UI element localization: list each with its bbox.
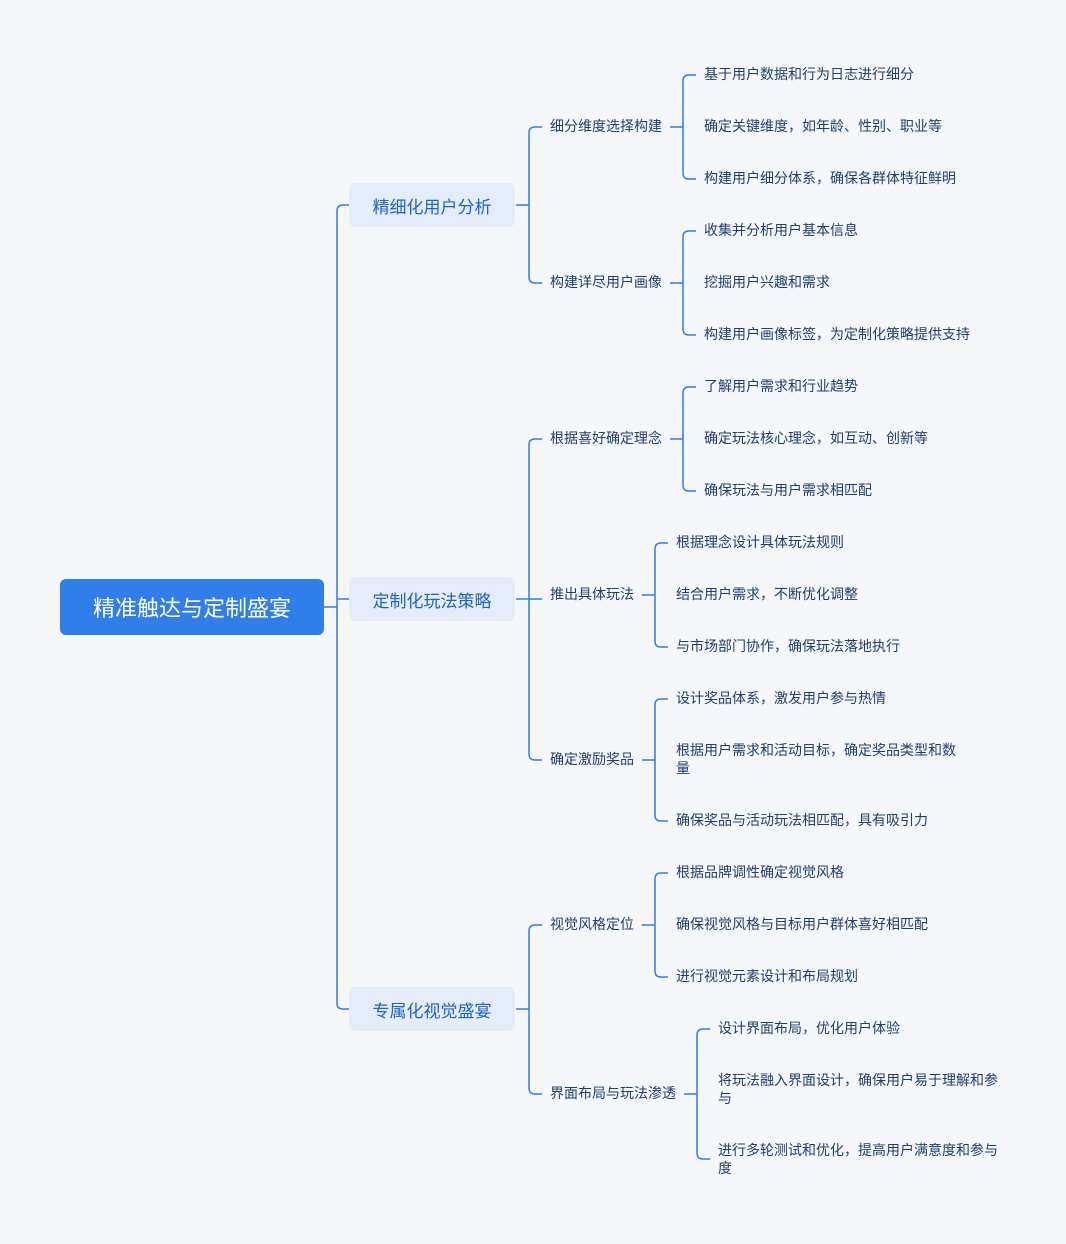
leaf-node[interactable]: 将玩法融入界面设计，确保用户易于理解和参与 [718,1073,998,1107]
leaf-node[interactable]: 收集并分析用户基本信息 [704,223,858,239]
leaf-node[interactable]: 根据理念设计具体玩法规则 [676,535,844,551]
sub-topic-node[interactable]: 视觉风格定位 [550,917,634,933]
sub-topic-node[interactable]: 细分维度选择构建 [550,119,662,135]
root-node[interactable]: 精准触达与定制盛宴 [60,579,324,635]
leaf-node[interactable]: 进行多轮测试和优化，提高用户满意度和参与度 [718,1143,998,1177]
connector-sub-2-3 [642,698,668,822]
connector-sub-1-2 [670,230,696,336]
leaf-node[interactable]: 构建用户画像标签，为定制化策略提供支持 [704,327,970,343]
branch-node[interactable]: 精细化用户分析 [349,183,515,227]
connector-sub-3-1 [642,872,668,978]
leaf-node[interactable]: 挖掘用户兴趣和需求 [704,275,830,291]
connector-sub-2-2 [642,542,668,648]
leaf-node[interactable]: 设计奖品体系，激发用户参与热情 [676,691,886,707]
connector-sub-3-2 [684,1028,710,1160]
connector-sub-2-1 [670,386,696,492]
leaf-node[interactable]: 确保玩法与用户需求相匹配 [704,483,872,499]
leaf-node[interactable]: 结合用户需求，不断优化调整 [676,587,858,603]
leaf-node[interactable]: 进行视觉元素设计和布局规划 [676,969,858,985]
sub-topic-node[interactable]: 界面布局与玩法渗透 [550,1086,676,1102]
leaf-node[interactable]: 构建用户细分体系，确保各群体特征鲜明 [704,171,956,187]
sub-topic-node[interactable]: 推出具体玩法 [550,587,634,603]
leaf-node[interactable]: 确保视觉风格与目标用户群体喜好相匹配 [676,917,928,933]
leaf-node[interactable]: 确定玩法核心理念，如互动、创新等 [704,431,928,447]
leaf-node[interactable]: 与市场部门协作，确保玩法落地执行 [676,639,900,655]
leaf-node[interactable]: 确定关键维度，如年龄、性别、职业等 [704,119,942,135]
connector-sub-1-1 [670,74,696,180]
connector-branch-2 [516,438,542,761]
branch-node[interactable]: 定制化玩法策略 [349,577,515,621]
leaf-node[interactable]: 基于用户数据和行为日志进行细分 [704,67,914,83]
connector-branch-3 [516,924,542,1095]
branch-node[interactable]: 专属化视觉盛宴 [349,987,515,1031]
leaf-node[interactable]: 根据品牌调性确定视觉风格 [676,865,844,881]
leaf-node[interactable]: 根据用户需求和活动目标，确定奖品类型和数量 [676,743,956,777]
sub-topic-node[interactable]: 确定激励奖品 [550,752,634,768]
leaf-node[interactable]: 设计界面布局，优化用户体验 [718,1021,900,1037]
sub-topic-node[interactable]: 构建详尽用户画像 [550,275,662,291]
sub-topic-node[interactable]: 根据喜好确定理念 [550,431,662,447]
connector-branch-1 [516,126,542,284]
leaf-node[interactable]: 了解用户需求和行业趋势 [704,379,858,395]
connector-root-branches [324,204,349,1010]
leaf-node[interactable]: 确保奖品与活动玩法相匹配，具有吸引力 [676,813,928,829]
